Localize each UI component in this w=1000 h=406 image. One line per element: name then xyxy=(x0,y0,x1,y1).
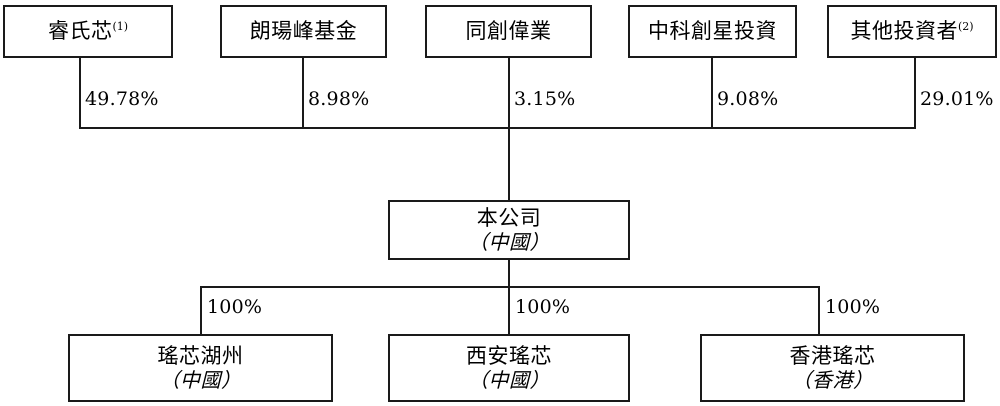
subsidiary-region-1: （中國） xyxy=(159,367,242,392)
subsidiary-box-1: 瑤芯湖州 （中國） xyxy=(68,334,333,402)
subsidiary-percent-label-1: 100% xyxy=(207,296,263,318)
subsidiary-name-3: 香港瑤芯 xyxy=(789,343,876,368)
connector-subsidiary-3 xyxy=(818,286,820,335)
shareholder-box-1: 睿氏芯(1) xyxy=(3,5,173,58)
shareholder-name-1: 睿氏芯 xyxy=(47,19,113,44)
shareholder-box-4: 中科創星投資 xyxy=(628,5,797,58)
percent-label-3: 3.15% xyxy=(514,88,576,110)
lower-bus-line xyxy=(200,286,820,288)
subsidiary-name-1: 瑤芯湖州 xyxy=(157,343,244,368)
connector-bus-to-company xyxy=(508,127,510,200)
connector-shareholder-5 xyxy=(914,58,916,129)
subsidiary-region-2: （中國） xyxy=(468,367,550,392)
connector-shareholder-3 xyxy=(508,58,510,129)
shareholder-box-5: 其他投資者(2) xyxy=(827,5,997,58)
connector-shareholder-1 xyxy=(79,58,81,129)
shareholder-footnote-5: (2) xyxy=(957,20,974,34)
connector-company-to-lower-bus xyxy=(508,260,510,288)
percent-label-5: 29.01% xyxy=(920,88,994,110)
shareholder-name-3: 同創偉業 xyxy=(465,19,552,44)
shareholder-name-4: 中科創星投資 xyxy=(648,19,777,44)
shareholder-label-3: 同創偉業 xyxy=(466,19,552,44)
company-region: （中國） xyxy=(468,229,550,254)
connector-shareholder-4 xyxy=(711,58,713,129)
shareholder-box-3: 同創偉業 xyxy=(425,5,592,58)
subsidiary-name-2: 西安瑤芯 xyxy=(466,343,552,368)
subsidiary-box-2: 西安瑤芯 （中國） xyxy=(388,334,630,402)
shareholder-label-5: 其他投資者(2) xyxy=(850,19,973,44)
shareholder-name-5: 其他投資者 xyxy=(850,19,958,44)
shareholder-label-1: 睿氏芯(1) xyxy=(48,19,128,44)
percent-label-1: 49.78% xyxy=(85,88,159,110)
shareholder-label-4: 中科創星投資 xyxy=(648,19,777,44)
shareholder-name-2: 朗瑒峰基金 xyxy=(249,19,358,44)
percent-label-4: 9.08% xyxy=(717,88,779,110)
shareholder-label-2: 朗瑒峰基金 xyxy=(250,19,358,44)
upper-bus-line xyxy=(79,127,916,129)
company-box: 本公司 （中國） xyxy=(388,200,630,260)
subsidiary-region-3: （香港） xyxy=(791,367,874,392)
subsidiary-percent-label-2: 100% xyxy=(515,296,571,318)
connector-subsidiary-1 xyxy=(200,286,202,335)
connector-subsidiary-2 xyxy=(508,286,510,335)
shareholder-box-2: 朗瑒峰基金 xyxy=(220,5,387,58)
connector-shareholder-2 xyxy=(302,58,304,129)
shareholder-footnote-1: (1) xyxy=(112,20,129,34)
subsidiary-percent-label-3: 100% xyxy=(825,296,881,318)
company-name: 本公司 xyxy=(476,205,542,230)
subsidiary-box-3: 香港瑤芯 （香港） xyxy=(700,334,965,402)
percent-label-2: 8.98% xyxy=(308,88,370,110)
